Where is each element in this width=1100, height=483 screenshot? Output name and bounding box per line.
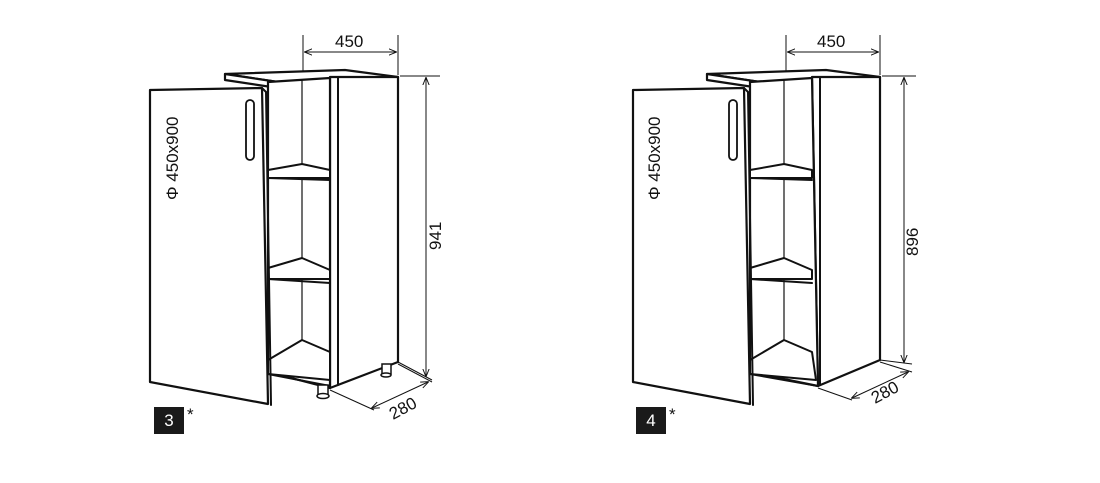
cabinet-4-width-label: 450 [817,32,845,51]
cabinet-4-door-handle [728,99,738,161]
cabinet-4-drawing: Φ 450x900 450 896 280 [631,32,922,408]
cabinet-4-door [631,86,752,406]
cabinet-3-door [148,86,270,406]
cabinet-3-depth-label: 280 [386,393,420,423]
cabinet-3-height-label: 941 [426,222,445,250]
cabinet-3-door-handle [245,99,255,161]
cabinet-3-right-side [328,75,400,390]
cabinet-3-width-label: 450 [335,32,363,51]
cabinet-3-drawing: Φ 450x900 450 941 280 [148,32,445,424]
cabinet-4-right-side [810,75,882,388]
cabinet-4-note-mark: * [669,405,676,424]
cabinet-4-door-label: Φ 450x900 [645,116,664,200]
cabinet-4-depth-label: 280 [868,377,902,407]
cabinet-4-height-label: 896 [903,228,922,256]
cabinet-3-note-mark: * [187,405,194,424]
cabinet-3-number-badge: 3 [154,407,184,434]
cabinet-3-depth-dimension [372,382,428,408]
cabinet-4-number-badge: 4 [636,407,666,434]
cabinet-3-door-label: Φ 450x900 [163,116,182,200]
cabinet-4-depth-dimension [852,372,908,398]
